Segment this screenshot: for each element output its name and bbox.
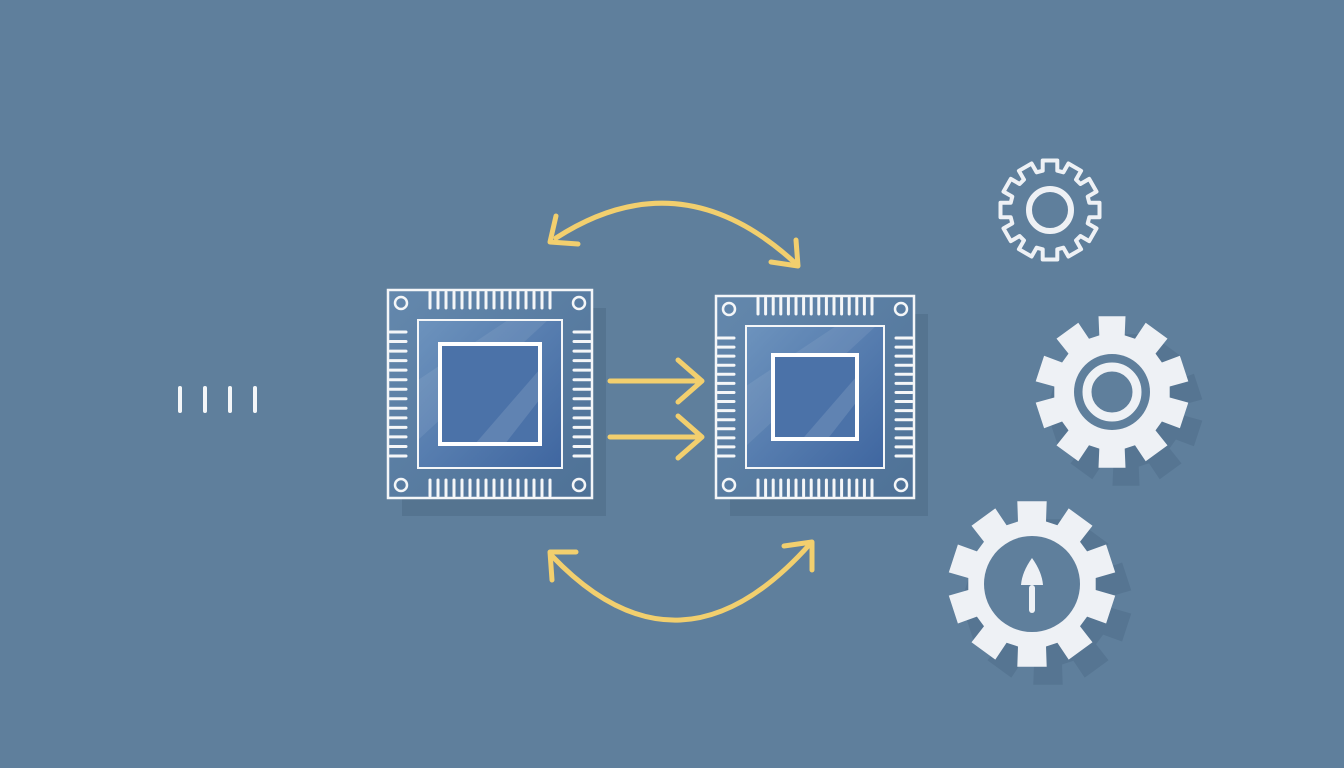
target-chip-icon [714,294,928,516]
chip-screw [571,295,587,311]
chip-core [771,353,859,441]
gear-keyhole-icon [948,501,1132,685]
chip-core-glare [475,369,540,444]
chip-screw [721,477,737,493]
chip-screw [893,301,909,317]
gear-ring [1082,362,1142,422]
gear-outline-icon [998,158,1102,262]
bottom-cycle-arrow-icon [547,539,815,623]
double-arrow-right-icon [607,357,705,461]
chip-screw [721,301,737,317]
keyhole-stem [1029,585,1035,613]
keyhole-tip [1021,558,1043,585]
chip-screw [571,477,587,493]
chip-screw [393,295,409,311]
source-chip-icon [386,288,606,516]
tick-marks-icon [178,386,257,413]
gear-outline [998,158,1102,262]
chip-core [438,342,542,446]
gear-hub [1026,186,1074,234]
gear-icon [1035,316,1203,486]
chip-core-glare [802,376,857,439]
chip-screw [393,477,409,493]
chip-screw [893,477,909,493]
top-cycle-arrow-icon [547,200,801,269]
